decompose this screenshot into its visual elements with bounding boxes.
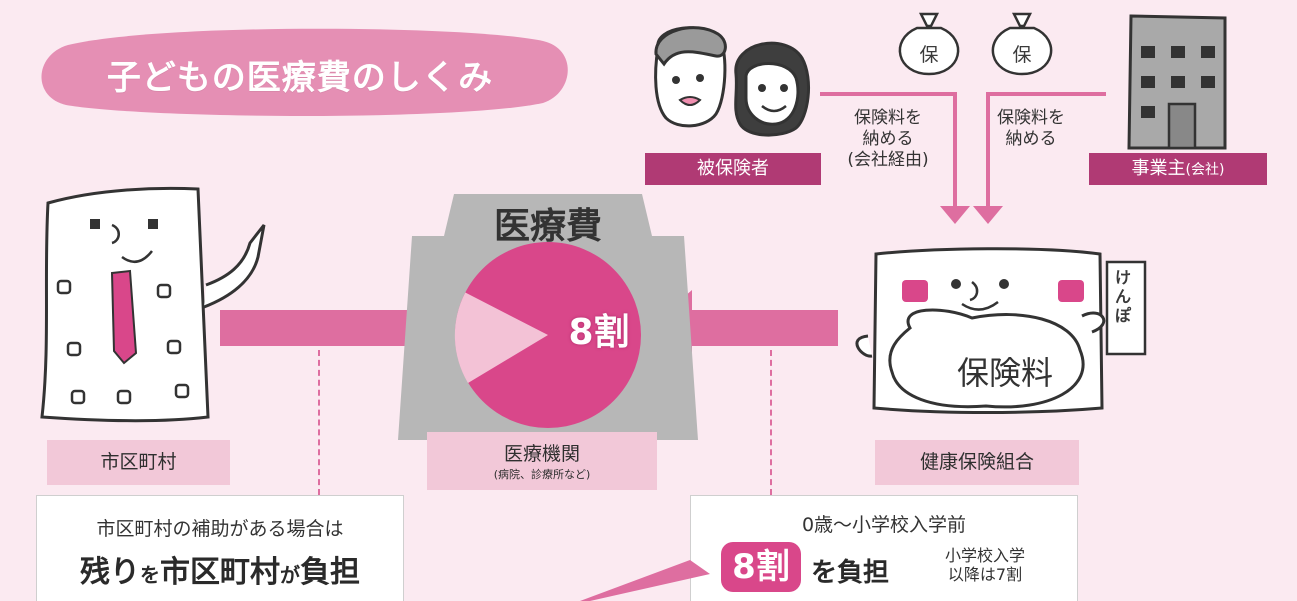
municipality-info-municipality: 市区町村 <box>160 555 280 590</box>
union-share-badge: 8割 <box>721 542 801 592</box>
health-union-building-icon <box>855 247 1147 414</box>
municipality-dashed-connector <box>318 350 320 495</box>
union-note-line1: 小学校入学 <box>944 546 1025 565</box>
hospital-label: 医療機関 (病院、診療所など) <box>427 432 657 490</box>
callout-pointer <box>580 560 710 601</box>
premium-bag-text: 保 <box>919 44 939 66</box>
employer-label-main: 事業主 <box>1131 158 1186 179</box>
union-dashed-connector <box>770 350 772 495</box>
employer-premium-note: 保険料を 納める <box>976 108 1086 150</box>
page-title: 子どもの医療費のしくみ <box>106 58 494 98</box>
premium-flow-arrows <box>820 92 1106 224</box>
hospital-pie-chart <box>398 194 698 440</box>
title-banner <box>41 28 568 116</box>
insured-note-line1: 保険料を <box>854 108 922 128</box>
municipality-info-box: 市区町村の補助がある場合は 残りを市区町村が負担 <box>36 495 404 601</box>
municipality-label: 市区町村 <box>47 440 230 485</box>
union-info-line1: 0歳〜小学校入学前 <box>801 514 967 536</box>
union-sign-text: けんぽ <box>1114 268 1131 325</box>
hospital-label-main: 医療機関 <box>503 443 580 465</box>
union-premium-bag-text: 保険料 <box>956 354 1053 392</box>
employer-building-icon <box>1127 14 1227 150</box>
municipality-building-icon <box>40 186 266 423</box>
insured-label: 被保険者 <box>645 153 821 185</box>
hospital-label-sub: (病院、診療所など) <box>493 468 591 481</box>
premium-bag-text-2: 保 <box>1012 44 1032 66</box>
municipality-info-burden: 負担 <box>300 555 360 590</box>
union-note-line2: 以降は7割 <box>947 565 1023 584</box>
municipality-info-particle-1: を <box>140 563 160 587</box>
employer-label: 事業主(会社) <box>1089 153 1267 185</box>
insured-premium-note: 保険料を 納める (会社経由) <box>826 108 950 171</box>
insured-note-line2: 納める <box>862 129 914 149</box>
municipality-info-particle-2: が <box>280 563 300 587</box>
municipality-to-hospital-arrow <box>220 290 460 366</box>
municipality-info-line2: 残りを市区町村が負担 <box>37 547 403 591</box>
employer-note-line1: 保険料を <box>997 108 1065 128</box>
union-info-note: 小学校入学 以降は7割 <box>923 546 1047 584</box>
insured-people-icon <box>654 26 810 137</box>
employer-note-line2: 納める <box>1005 129 1057 149</box>
union-to-hospital-arrow <box>648 290 838 366</box>
union-label: 健康保険組合 <box>875 440 1079 485</box>
employer-label-sub: (会社) <box>1185 162 1225 178</box>
hospital-share-badge: 8割 <box>568 312 630 353</box>
municipality-info-line1: 市区町村の補助がある場合は <box>96 518 344 540</box>
premium-bag-icon <box>898 12 960 76</box>
union-info-box: 0歳〜小学校入学前 8割 を負担 小学校入学 以降は7割 <box>690 495 1078 601</box>
union-info-action: を負担 <box>811 558 890 588</box>
insured-note-line3: (会社経由) <box>847 150 929 170</box>
hospital-cost-header: 医療費 <box>493 206 602 247</box>
municipality-info-remainder: 残り <box>80 555 140 590</box>
premium-bag-icon-2 <box>991 12 1053 76</box>
